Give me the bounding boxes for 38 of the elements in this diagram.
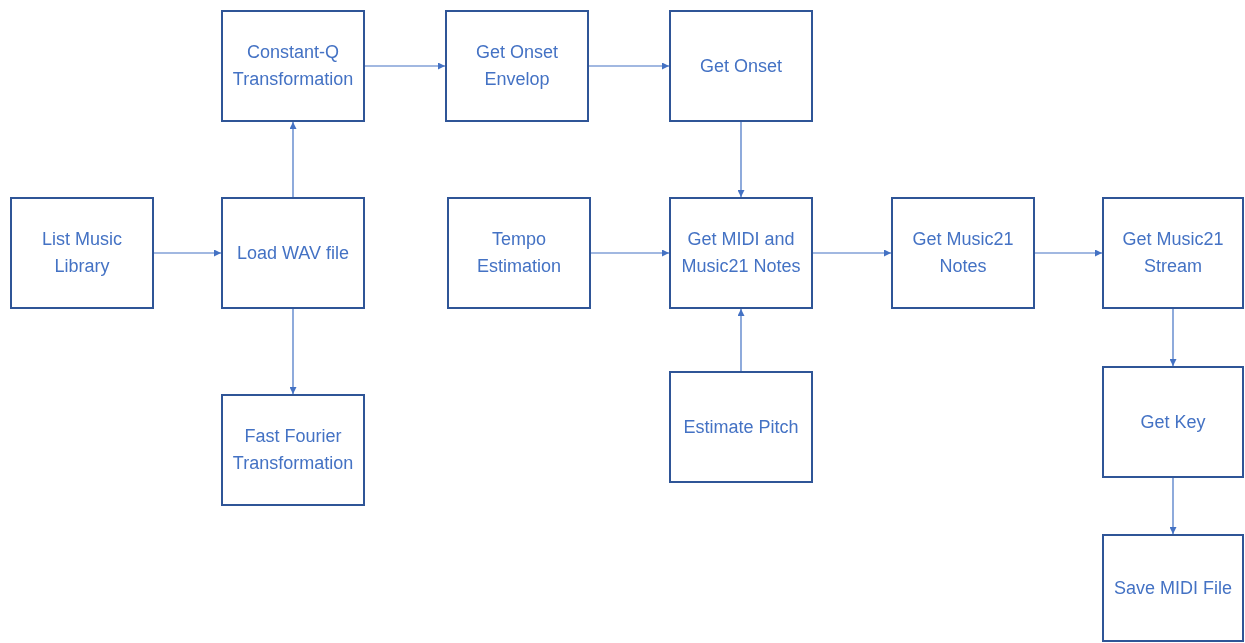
process-box [669,197,813,309]
box-label: Get Music21 Notes [911,228,1015,278]
box-label: Save MIDI File [1114,576,1232,600]
box-label: Get Onset Envelop [474,41,559,91]
process-box [447,197,591,309]
process-box [445,10,589,122]
box-label: Get Onset [699,54,782,78]
process-box [1102,366,1244,478]
box-label: Get MIDI and Music21 Notes [680,228,802,278]
box-label: List Music Library [41,228,123,278]
process-box [1102,534,1244,642]
box-label: Estimate Pitch [683,415,799,439]
arrow [588,62,670,70]
box-label: Get Music21 Stream [1121,228,1225,278]
arrow [289,121,297,198]
arrow [289,308,297,395]
arrow [812,249,892,257]
process-box [891,197,1035,309]
arrow [153,249,222,257]
arrow [1169,308,1177,367]
arrow [737,121,745,198]
process-box [669,10,813,122]
process-box [10,197,154,309]
process-box [1102,197,1244,309]
process-box [669,371,813,483]
arrow [1169,477,1177,535]
process-box [221,197,365,309]
process-box [221,10,365,122]
arrow [590,249,670,257]
box-label: Fast Fourier Transformation [231,425,355,475]
arrow [1034,249,1103,257]
arrow [364,62,446,70]
box-label: Get Key [1140,410,1206,434]
box-label: Constant-Q Transformation [231,41,355,91]
box-label: Load WAV file [236,241,350,265]
box-label: Tempo Estimation [475,228,562,278]
arrow [737,308,745,372]
process-box [221,394,365,506]
